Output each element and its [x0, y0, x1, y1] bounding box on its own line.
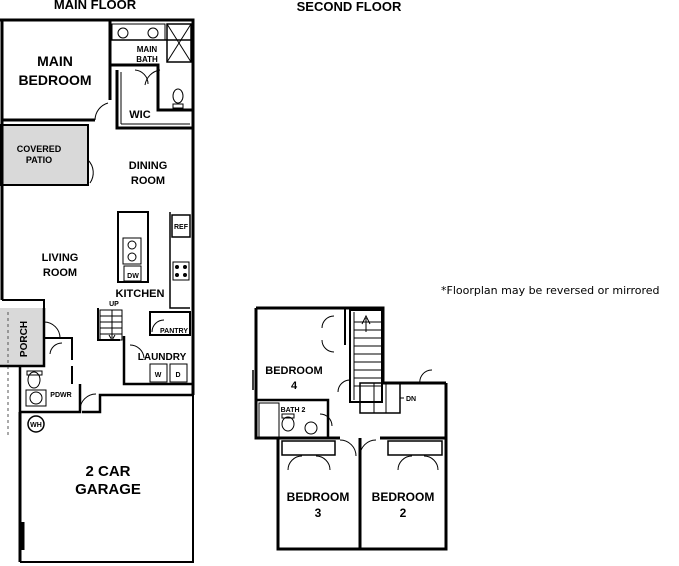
dining-room-label-2: ROOM	[131, 175, 165, 187]
covered-patio-label-1: COVERED	[17, 144, 62, 154]
second-floor-labels: BEDROOM 4 BATH 2 DN BEDROOM 3 BEDROOM 2	[265, 365, 434, 520]
dw-label: DW	[127, 273, 139, 280]
ref-label: REF	[174, 224, 189, 231]
kitchen-label: KITCHEN	[116, 288, 165, 300]
main-bath-label-2: BATH	[136, 55, 158, 64]
reversed-note: *Floorplan may be reversed or mirrored	[441, 284, 660, 297]
dn-label: DN	[406, 396, 416, 403]
dryer-label: D	[175, 372, 180, 379]
main-floor-labels: MAIN BEDROOM MAIN BATH WIC COVERED PATIO…	[17, 45, 189, 498]
living-room-label-1: LIVING	[42, 252, 79, 264]
covered-patio-area	[0, 124, 89, 186]
main-floor-heading: MAIN FLOOR	[54, 0, 137, 12]
main-floor-plan	[0, 18, 195, 563]
wic-label: WIC	[129, 109, 150, 121]
second-floor-plan	[252, 306, 448, 551]
bedroom3-label-1: BEDROOM	[287, 490, 350, 504]
main-bedroom-label-1: MAIN	[37, 53, 73, 69]
bedroom2-label-2: 2	[400, 506, 407, 520]
bath2-label: BATH 2	[281, 407, 306, 414]
porch-label: PORCH	[19, 321, 30, 357]
bedroom3-label-2: 3	[315, 506, 322, 520]
living-room-label-2: ROOM	[43, 267, 77, 279]
up-label: UP	[109, 301, 119, 308]
laundry-label: LAUNDRY	[138, 352, 187, 363]
garage-label-1: 2 CAR	[85, 463, 130, 480]
covered-patio-label-2: PATIO	[26, 155, 52, 165]
dining-room-label-1: DINING	[129, 160, 168, 172]
pantry-label: PANTRY	[160, 328, 188, 335]
bedroom2-label-1: BEDROOM	[372, 490, 435, 504]
porch-area	[0, 308, 44, 366]
pdwr-label: PDWR	[50, 392, 71, 399]
bedroom4-label-2: 4	[291, 380, 298, 392]
garage-label-2: GARAGE	[75, 481, 141, 498]
main-bath-label-1: MAIN	[137, 45, 158, 54]
wh-label: WH	[30, 422, 42, 429]
main-bedroom-label-2: BEDROOM	[18, 72, 91, 88]
second-floor-heading: SECOND FLOOR	[297, 0, 402, 14]
bedroom4-label-1: BEDROOM	[265, 365, 322, 377]
washer-label: W	[155, 372, 162, 379]
